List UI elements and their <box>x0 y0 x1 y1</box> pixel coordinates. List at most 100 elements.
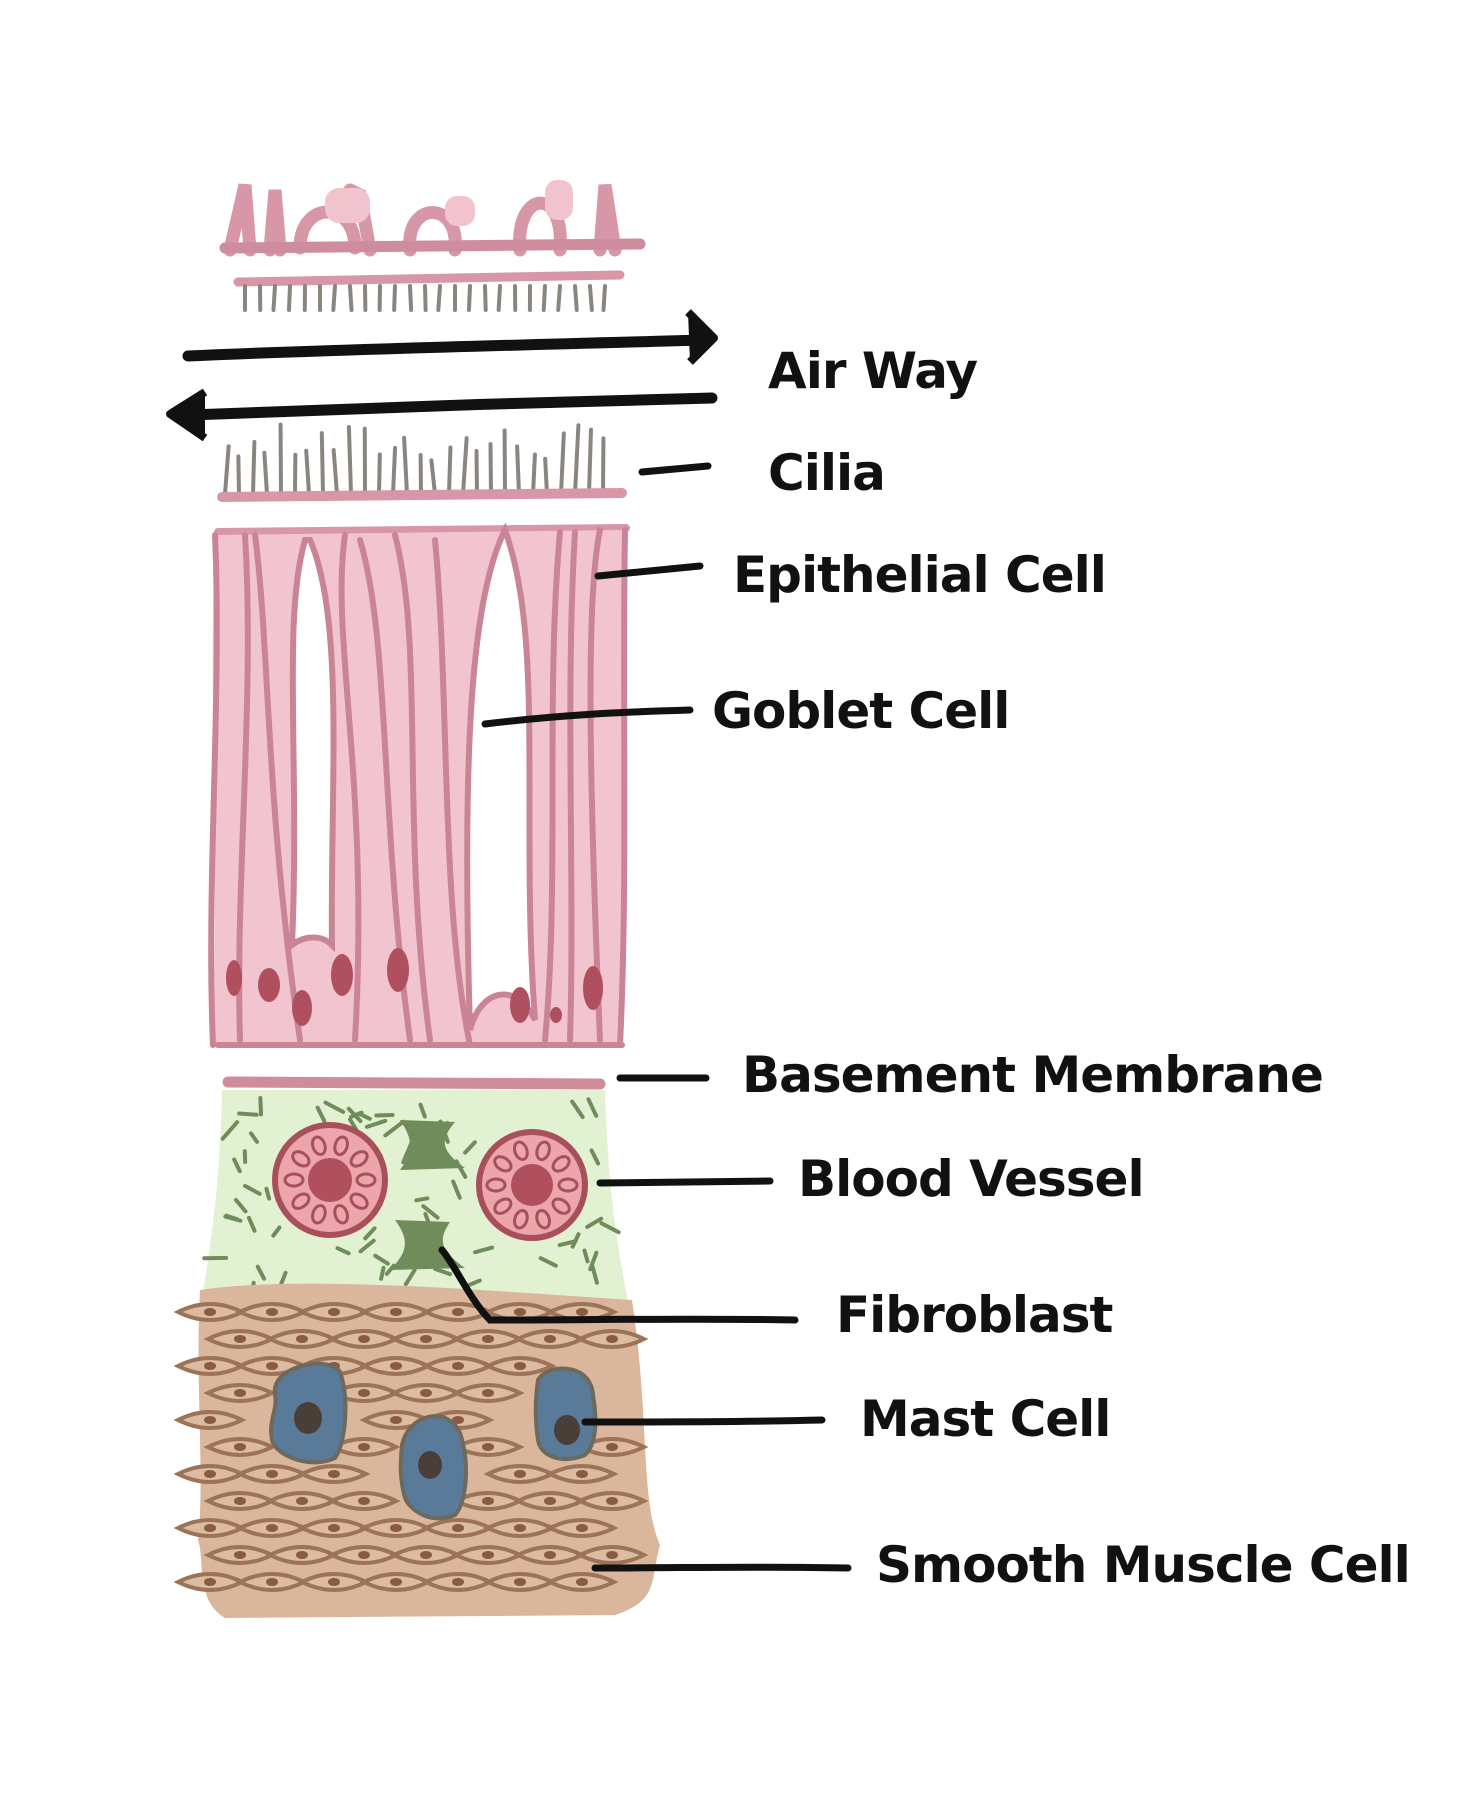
collagen-fiber <box>335 1246 351 1256</box>
collagen-fiber <box>271 1225 282 1238</box>
red-blood-cell <box>283 1172 305 1188</box>
collagen-fiber <box>242 1183 262 1196</box>
smooth-muscle-nucleus <box>266 1524 278 1532</box>
smooth-muscle-nucleus <box>390 1308 402 1316</box>
cilia <box>223 422 606 496</box>
collagen-fiber <box>582 1248 590 1264</box>
mast-cell <box>398 1414 468 1521</box>
smooth-muscle-nucleus <box>234 1497 246 1505</box>
smooth-muscle-nucleus <box>358 1389 370 1397</box>
red-blood-cell <box>291 1192 311 1210</box>
smooth-muscle-nucleus <box>390 1362 402 1370</box>
fibroblast-cell <box>400 1120 465 1170</box>
red-blood-cell <box>310 1135 327 1156</box>
smooth-muscle-nucleus <box>234 1389 246 1397</box>
cilium <box>515 444 521 496</box>
cilium <box>423 284 428 312</box>
collagen-fiber <box>248 1131 259 1144</box>
mast-cell <box>533 1366 598 1461</box>
label-epithelial-cell: Epithelial Cell <box>733 546 1106 604</box>
red-blood-cell <box>349 1192 369 1210</box>
smooth-muscle-nucleus <box>576 1578 588 1586</box>
smooth-muscle-nucleus <box>544 1335 556 1343</box>
cilium <box>331 284 337 312</box>
smooth-muscle-nucleus <box>514 1470 526 1478</box>
collagen-fiber <box>358 1238 376 1254</box>
label-smooth-muscle-cell: Smooth Muscle Cell <box>876 1536 1410 1594</box>
collagen-fiber <box>234 1197 248 1214</box>
collagen-fiber <box>557 1239 578 1248</box>
label-basement-membrane: Basement Membrane <box>742 1046 1323 1104</box>
smooth-muscle-nucleus <box>204 1578 216 1586</box>
smooth-muscle-nucleus <box>514 1308 526 1316</box>
cilium <box>377 452 382 496</box>
red-blood-cell <box>349 1150 369 1168</box>
smooth-muscle-nucleus <box>482 1497 494 1505</box>
label-goblet-cell: Goblet Cell <box>712 682 1009 740</box>
smooth-muscle-nucleus <box>606 1335 618 1343</box>
cilium <box>271 284 277 312</box>
red-blood-cell <box>551 1197 571 1215</box>
collagen-fiber <box>421 1204 440 1220</box>
smooth-muscle-nucleus <box>576 1524 588 1532</box>
leader-lines <box>438 462 852 1572</box>
smooth-muscle-nucleus <box>514 1362 526 1370</box>
goblet-cell <box>288 537 337 953</box>
collagen-fiber <box>364 1118 388 1129</box>
cilium <box>543 456 549 496</box>
cilium <box>483 284 488 312</box>
smooth-muscle-nucleus <box>606 1497 618 1505</box>
collagen-fiber <box>403 1268 417 1287</box>
smooth-muscle-nucleus <box>514 1524 526 1532</box>
smooth-muscle-nucleus <box>390 1416 402 1424</box>
smooth-muscle-nucleus <box>482 1335 494 1343</box>
basement-membrane <box>222 1076 606 1090</box>
cilium <box>223 444 231 496</box>
collagen-fiber <box>363 1226 377 1241</box>
smooth-muscle-nucleus <box>328 1308 340 1316</box>
apical-surface-lower <box>214 524 630 536</box>
smooth-muscle-nucleus <box>482 1443 494 1451</box>
cilium <box>346 424 353 496</box>
cilium <box>236 454 241 496</box>
airway-arrows <box>166 309 718 442</box>
red-blood-cell <box>333 1135 349 1157</box>
epithelium <box>208 522 628 1048</box>
mast-cell-leader <box>581 1416 826 1426</box>
collagen-fiber <box>433 1267 453 1277</box>
collagen-fiber <box>264 1186 272 1201</box>
smooth-muscle-nucleus <box>452 1308 464 1316</box>
smooth-muscle-nucleus <box>390 1578 402 1586</box>
red-blood-cell <box>557 1177 579 1193</box>
smooth-muscle-nucleus <box>204 1470 216 1478</box>
apical-surface <box>217 488 627 502</box>
smooth-muscle-nucleus <box>544 1551 556 1559</box>
red-blood-cell <box>493 1155 513 1173</box>
cilium <box>587 427 593 496</box>
smooth-muscle-nucleus <box>514 1578 526 1586</box>
collagen-fiber <box>585 1216 604 1229</box>
cilium <box>319 431 325 496</box>
red-blood-cell <box>493 1197 513 1215</box>
smooth-muscle-nucleus <box>234 1335 246 1343</box>
smooth-muscle-nucleus <box>234 1443 246 1451</box>
collagen-fiber <box>418 1102 427 1119</box>
collagen-fiber <box>237 1111 259 1117</box>
red-blood-cell <box>512 1140 529 1161</box>
smooth-muscle-nucleus <box>576 1308 588 1316</box>
collagen-fiber <box>589 1148 601 1166</box>
collagen-fiber <box>232 1157 242 1174</box>
smooth-muscle-nucleus <box>204 1362 216 1370</box>
collagen-fiber <box>538 1256 558 1268</box>
mast-cell <box>269 1361 348 1465</box>
blood-vessel-leader <box>596 1177 774 1187</box>
smooth-muscle-nucleus <box>234 1551 246 1559</box>
smooth-muscle-nucleus <box>204 1308 216 1316</box>
smooth-muscle-nucleus <box>204 1416 216 1424</box>
smooth-muscle-nucleus <box>452 1578 464 1586</box>
cilium <box>447 445 453 496</box>
cilium <box>436 284 442 312</box>
collagen-fiber <box>383 1119 406 1138</box>
